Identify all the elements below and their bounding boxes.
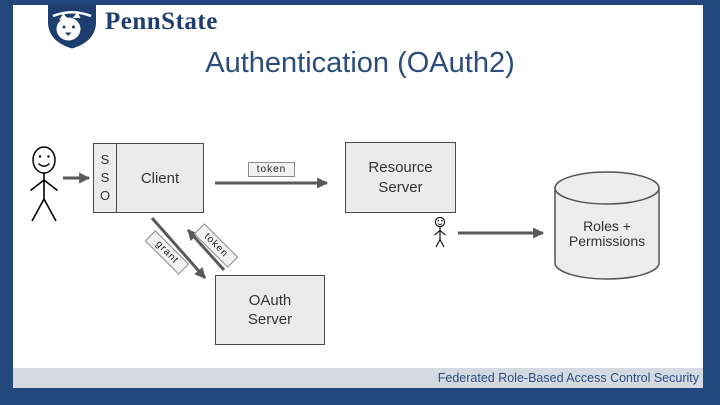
database-cylinder-icon bbox=[554, 171, 660, 280]
oauth-server-box: OAuth Server bbox=[215, 275, 325, 345]
sso-letter: S bbox=[100, 170, 110, 185]
penn-state-shield-icon bbox=[48, 4, 96, 49]
page-title: Authentication (OAuth2) bbox=[205, 47, 515, 79]
arrow-diagonal-grant-icon bbox=[150, 217, 207, 279]
user-small-stick-figure-icon bbox=[434, 216, 446, 248]
footer-text: Federated Role-Based Access Control Secu… bbox=[437, 371, 699, 385]
frame-left bbox=[0, 0, 13, 405]
sso-letter: S bbox=[100, 152, 110, 167]
frame-bottom bbox=[0, 388, 720, 405]
client-box: S S O Client bbox=[93, 143, 204, 213]
sso-column: S S O bbox=[94, 144, 117, 212]
token-arrow-label: token bbox=[248, 162, 295, 177]
resource-server-box: Resource Server bbox=[345, 142, 456, 213]
user-stick-figure-icon bbox=[30, 146, 58, 222]
brand-wordmark: PennState bbox=[105, 8, 218, 35]
footer-band: Federated Role-Based Access Control Secu… bbox=[13, 368, 703, 388]
frame-right bbox=[703, 0, 720, 405]
database-label: Roles + Permissions bbox=[568, 218, 646, 249]
arrow-diagonal-token-icon bbox=[186, 228, 226, 272]
client-box-label: Client bbox=[140, 169, 180, 187]
frame-top bbox=[0, 0, 720, 5]
sso-letter: O bbox=[99, 188, 111, 203]
